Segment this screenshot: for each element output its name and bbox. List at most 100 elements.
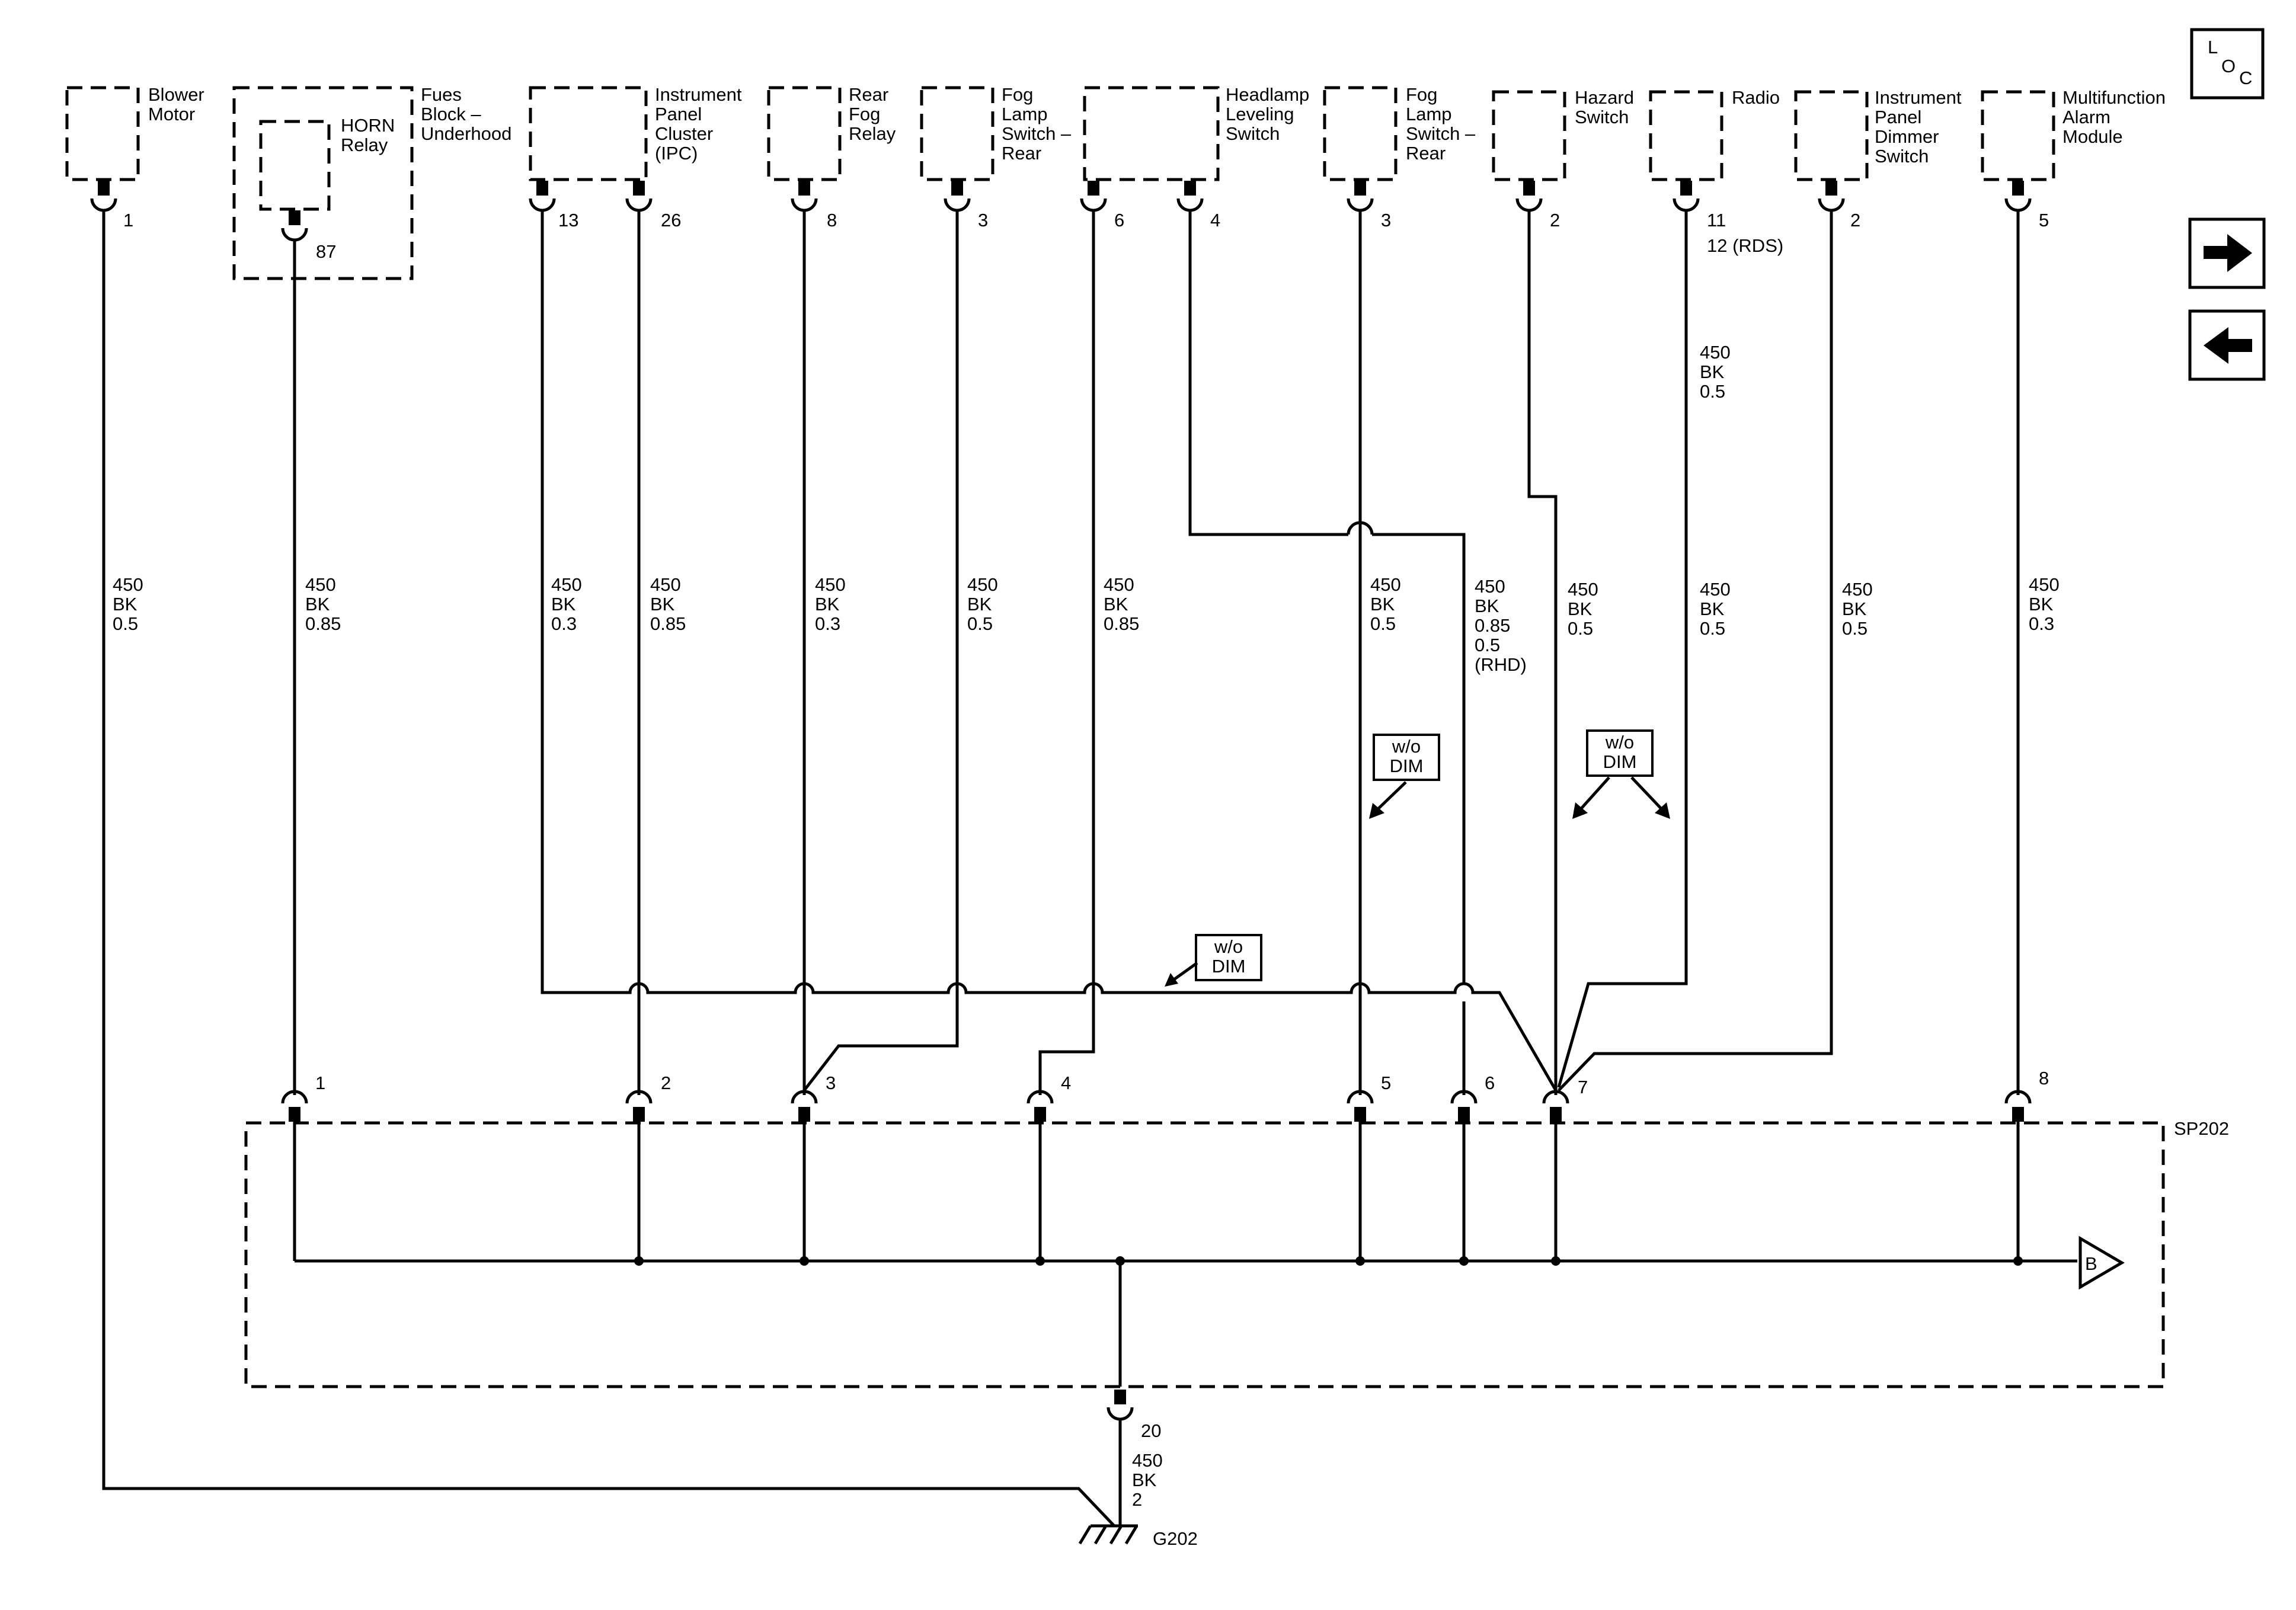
pin-label: 3 bbox=[1381, 210, 1391, 231]
wire-headlamp-6 bbox=[1038, 210, 1095, 1095]
hazard-switch-box bbox=[1492, 90, 1566, 181]
wire-hazard bbox=[1527, 210, 1558, 1095]
pin-label: 13 bbox=[558, 210, 578, 231]
splice-cup-6 bbox=[1450, 1090, 1478, 1122]
loc-button-letter-l: L bbox=[2208, 37, 2218, 57]
pin-label: 12 (RDS) bbox=[1707, 235, 1783, 256]
splice-cup-5 bbox=[1347, 1090, 1374, 1122]
splice-pin-label: 6 bbox=[1485, 1073, 1495, 1093]
fog-lamp-switch-1-box bbox=[920, 86, 994, 181]
splice-pin-label: 4 bbox=[1061, 1073, 1071, 1093]
splice-pin-label: 3 bbox=[826, 1073, 836, 1093]
headlamp-leveling-box bbox=[1083, 86, 1220, 181]
wire-bus-w-o-dim bbox=[542, 982, 1558, 1092]
ground-symbol-icon bbox=[1078, 1524, 1139, 1545]
ground-pin-label: 20 bbox=[1141, 1420, 1161, 1441]
junction-dot bbox=[800, 1256, 809, 1266]
splice-cup-4 bbox=[1027, 1090, 1054, 1122]
arrow-head-icon bbox=[1165, 973, 1178, 987]
fuse-block-box bbox=[232, 86, 414, 280]
splice-cup-8 bbox=[2004, 1090, 2032, 1122]
splice-pin-label: 8 bbox=[2039, 1068, 2049, 1089]
splice-cups bbox=[281, 1090, 2032, 1421]
junction-dot bbox=[1459, 1256, 1469, 1266]
splice-pin-label: 1 bbox=[315, 1073, 325, 1093]
splice-cup-1 bbox=[281, 1090, 308, 1122]
cup-ipc-26 bbox=[625, 181, 653, 212]
component-boxes bbox=[65, 86, 2165, 1388]
fog-lamp-switch-2-box bbox=[1323, 86, 1398, 181]
pin-label: 1 bbox=[123, 210, 133, 231]
junction-dot bbox=[1355, 1256, 1365, 1266]
horn-relay-box bbox=[259, 120, 331, 211]
pin-label: 87 bbox=[316, 241, 336, 262]
cup-headlamp-4 bbox=[1176, 181, 1204, 212]
junction-dot bbox=[2013, 1256, 2023, 1266]
wire-blower-ground bbox=[102, 210, 1115, 1527]
loc-button[interactable]: L O C bbox=[2190, 28, 2265, 100]
continuation-label: B bbox=[2085, 1253, 2097, 1274]
wire-dimmer bbox=[1558, 210, 1833, 1092]
ipc-box bbox=[529, 86, 648, 181]
pin-label: 5 bbox=[2039, 210, 2049, 231]
blower-motor-box bbox=[65, 86, 140, 181]
splice-pin-label: 7 bbox=[1578, 1077, 1588, 1097]
connector-cups bbox=[90, 181, 2032, 242]
arrow-left-icon bbox=[2204, 327, 2252, 364]
ip-dimmer-box bbox=[1794, 90, 1869, 181]
splice-cup-3 bbox=[791, 1090, 818, 1122]
splice-name: SP202 bbox=[2174, 1118, 2229, 1139]
splice-cup-2 bbox=[625, 1090, 653, 1122]
loc-button-letter-o: O bbox=[2221, 56, 2236, 76]
next-page-button[interactable] bbox=[2188, 217, 2266, 289]
splice-pin-label: 5 bbox=[1381, 1073, 1391, 1093]
cup-rear-fog bbox=[791, 181, 818, 212]
cup-horn bbox=[281, 210, 308, 242]
prev-page-button[interactable] bbox=[2188, 309, 2266, 381]
sp202-box bbox=[244, 1121, 2165, 1388]
cup-dimmer bbox=[1818, 181, 1845, 212]
pin-label: 2 bbox=[1550, 210, 1560, 231]
pin-label: 4 bbox=[1210, 210, 1220, 231]
cup-radio bbox=[1673, 181, 1700, 212]
junction-dot bbox=[1115, 1256, 1125, 1266]
wire-radio bbox=[1557, 210, 1688, 1088]
cup-blower bbox=[90, 181, 117, 212]
pin-label: 2 bbox=[1850, 210, 1860, 231]
junction-dot bbox=[1551, 1256, 1560, 1266]
junction-dots bbox=[634, 1256, 2023, 1266]
cup-headlamp-6 bbox=[1080, 181, 1107, 212]
alarm-module-box bbox=[1981, 90, 2055, 181]
radio-box bbox=[1649, 90, 1723, 181]
continuation-arrow bbox=[2078, 1235, 2125, 1290]
splice-pin-label: 2 bbox=[661, 1073, 671, 1093]
